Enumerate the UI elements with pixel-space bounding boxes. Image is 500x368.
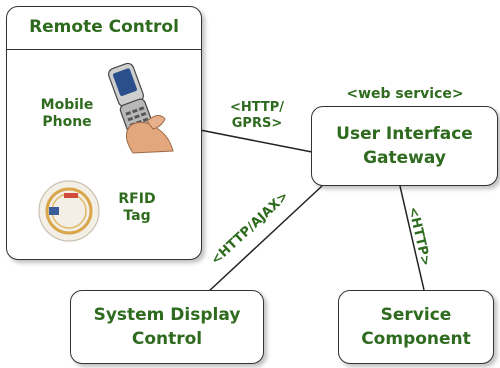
rfid-tag-label: RFID Tag [118, 191, 156, 224]
gateway-title-line2: Gateway [363, 148, 446, 168]
display-title-line2: Control [131, 329, 203, 349]
service-title-line1: Service [380, 305, 452, 325]
service-title-line2: Component [361, 329, 471, 349]
mobile-phone-icon [108, 62, 174, 154]
system-display-control-box: System Display Control [70, 290, 264, 364]
gateway-stereotype: <web service> [346, 86, 464, 102]
remote-control-box: Remote Control Mobile Phone RFID Tag [6, 6, 202, 260]
gateway-title-line1: User Interface [336, 124, 473, 144]
remote-control-title: Remote Control [29, 17, 179, 37]
title-divider [7, 49, 201, 50]
user-interface-gateway-box: User Interface Gateway [311, 106, 498, 186]
service-component-box: Service Component [338, 290, 494, 364]
edge-gateway-display [207, 185, 323, 293]
rfid-tag-icon [38, 180, 100, 242]
edge-remote-gateway [199, 129, 313, 153]
edge-gateway-service [399, 185, 425, 291]
display-title-line1: System Display [93, 305, 241, 325]
mobile-phone-label: Mobile Phone [40, 97, 94, 130]
edge-label-http-gprs: <HTTP/ GPRS> [229, 100, 285, 131]
